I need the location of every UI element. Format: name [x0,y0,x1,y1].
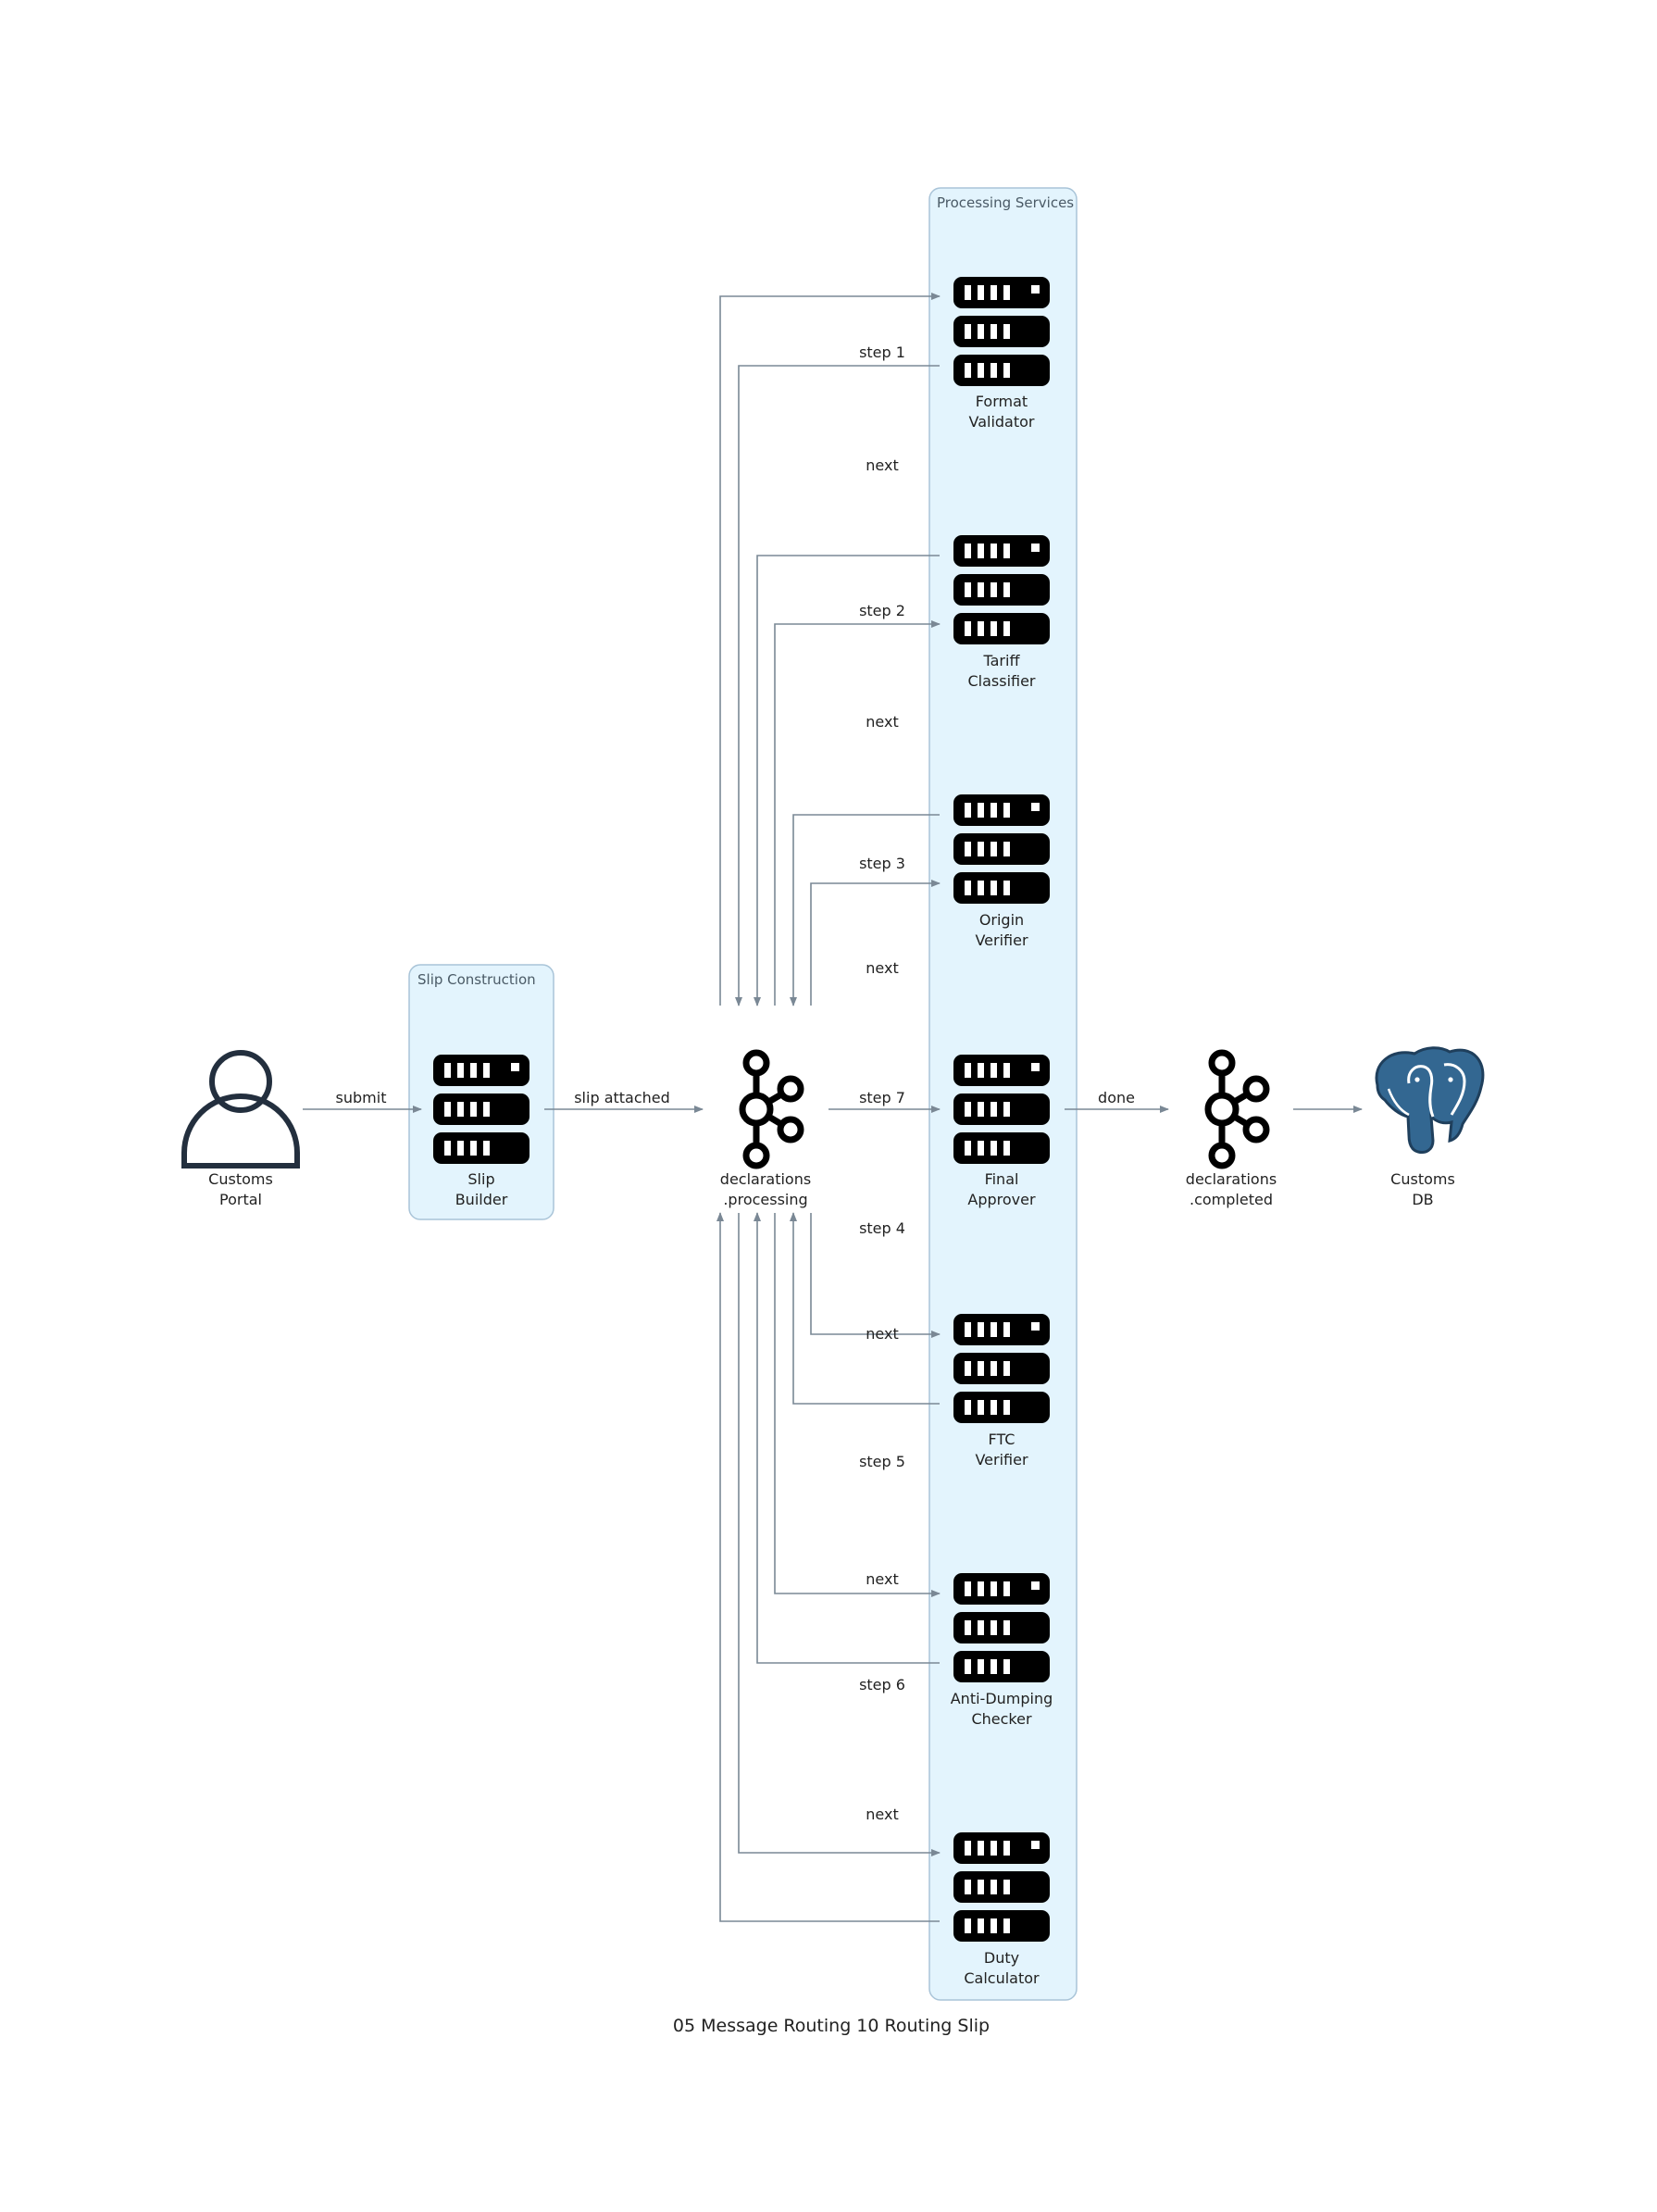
diagram-title: 05 Message Routing 10 Routing Slip [673,2016,990,2036]
node-label-line1: Slip [467,1170,494,1188]
edge-antidumping-processing: next [754,1212,940,1664]
node-label-line1: Final [985,1170,1019,1188]
edge-label: next [866,1570,898,1588]
server-icon [953,1573,1050,1682]
node-label-line1: Format [976,393,1028,410]
node-label-line2: Checker [971,1710,1031,1728]
edge-label: step 2 [859,602,905,619]
server-icon [953,277,1050,386]
edge-final-completed: done [1065,1089,1169,1113]
edge-portal-builder: submit [303,1089,422,1113]
node-label-line2: Portal [219,1191,262,1208]
edge-processing-format: step 1 [719,293,941,1006]
edge-processing-tariff: step 2 [774,602,941,1006]
server-icon [953,794,1050,904]
node-anti-dumping-checker: Anti-Dumping Checker [951,1573,1053,1728]
server-icon [953,535,1050,644]
node-label-line1: Duty [984,1949,1019,1967]
edge-label: done [1098,1089,1135,1106]
node-label-line1: declarations [720,1170,811,1188]
node-label-line2: Builder [455,1191,508,1208]
edge-label: next [866,1806,898,1823]
kafka-icon [739,1049,804,1169]
node-format-validator: Format Validator [953,277,1050,431]
edges: submit slip attached step 1 next next st… [303,293,1363,1922]
node-label-line2: .processing [723,1191,807,1208]
edge-label: next [866,959,898,977]
edge-format-processing: next [735,365,940,1006]
node-label-line2: Verifier [975,931,1028,949]
node-ftc-verifier: FTC Verifier [953,1314,1050,1468]
edge-processing-final: step 7 [828,1089,941,1113]
node-label-line1: Tariff [983,652,1021,669]
node-label-line2: Validator [969,413,1035,431]
node-label-line1: FTC [989,1431,1015,1448]
edge-label: step 5 [859,1453,905,1470]
edge-label: submit [336,1089,387,1106]
edge-ftc-processing: next [790,1212,940,1405]
node-label-line1: Customs [1390,1170,1455,1188]
node-label-line1: declarations [1186,1170,1277,1188]
edge-label: slip attached [574,1089,670,1106]
node-label-line2: Classifier [967,672,1035,690]
node-declarations-completed: declarations .completed [1186,1049,1277,1208]
server-icon [953,1832,1050,1942]
node-tariff-classifier: Tariff Classifier [953,535,1050,690]
edge-processing-antidumping: step 5 [774,1213,941,1597]
edge-label: step 1 [859,344,905,361]
node-final-approver: Final Approver [953,1055,1050,1208]
edge-duty-processing: next [716,1212,940,1922]
node-label-line2: Verifier [975,1451,1028,1468]
edge-label: next [866,456,898,474]
edge-label: step 4 [859,1219,905,1237]
person-icon [181,1050,300,1168]
node-customs-db: Customs DB [1375,1046,1485,1208]
node-label-line2: Approver [967,1191,1036,1208]
server-icon [433,1055,529,1164]
edge-processing-origin: step 3 [810,855,941,1006]
edge-processing-duty: step 6 [738,1213,941,1856]
edge-label: step 7 [859,1089,905,1106]
node-slip-builder: Slip Builder [433,1055,529,1208]
edge-origin-processing: next [790,814,940,1006]
node-label-line2: Calculator [964,1969,1040,1987]
cluster-label: Slip Construction [417,971,536,988]
cluster-label: Processing Services [937,194,1074,211]
edge-tariff-processing: next [754,555,940,1006]
server-icon [953,1055,1050,1164]
node-duty-calculator: Duty Calculator [953,1832,1050,1987]
node-declarations-processing: declarations .processing [720,1049,811,1208]
node-label-line2: DB [1412,1191,1433,1208]
node-label-line1: Origin [979,911,1024,929]
server-icon [953,1314,1050,1423]
node-label-line1: Anti-Dumping [951,1690,1053,1707]
edge-label: next [866,713,898,731]
node-origin-verifier: Origin Verifier [953,794,1050,949]
edge-processing-ftc: step 4 [810,1213,941,1338]
node-customs-portal: Customs Portal [181,1050,300,1208]
edge-label: step 6 [859,1676,905,1693]
edge-label: step 3 [859,855,905,872]
edge-builder-processing: slip attached [544,1089,704,1113]
node-label-line1: Customs [208,1170,273,1188]
edge-label: next [866,1325,898,1343]
postgresql-icon [1375,1046,1485,1154]
node-label-line2: .completed [1190,1191,1273,1208]
kafka-icon [1204,1049,1270,1169]
